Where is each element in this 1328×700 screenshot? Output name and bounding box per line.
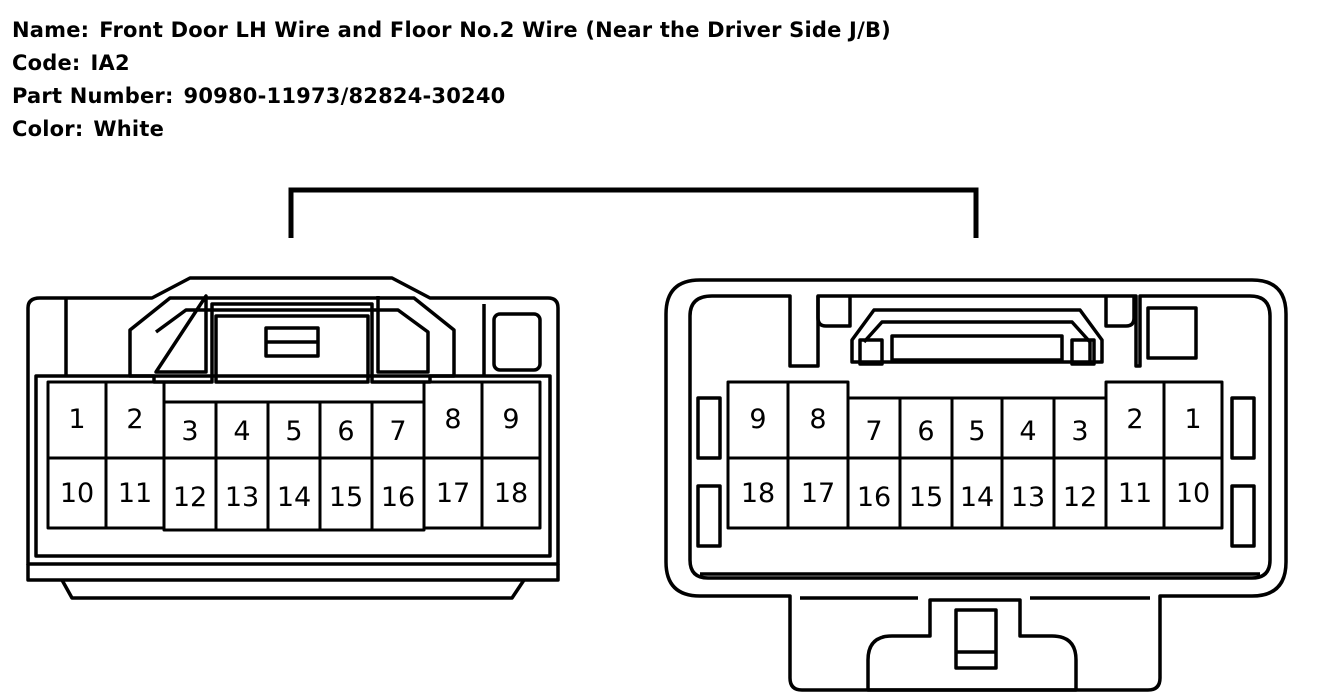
left-pin-3: 3 [181, 416, 198, 447]
right-bottom-lock [866, 598, 1078, 692]
left-pin-17: 17 [436, 478, 470, 509]
left-connector-body [26, 276, 560, 566]
left-pin-11: 11 [118, 478, 152, 509]
left-pin-7: 7 [389, 416, 406, 447]
left-lock-inner [154, 296, 430, 374]
right-pin-labels: 9 8 7 6 5 4 3 2 1 18 17 16 15 14 13 12 1… [741, 404, 1210, 513]
right-lock-outer [850, 308, 1104, 364]
right-pin-18: 18 [741, 478, 775, 509]
left-connector [26, 276, 560, 600]
connector-color: White [93, 117, 165, 141]
name-label: Name: [12, 18, 90, 42]
left-pin-labels: 1 2 3 4 5 6 7 8 9 10 11 12 13 14 15 16 1… [60, 404, 528, 513]
color-label: Color: [12, 117, 84, 141]
left-pin-18: 18 [494, 478, 528, 509]
left-inner-frame [34, 374, 552, 558]
left-pin-5: 5 [285, 416, 302, 447]
color-line: Color: White [12, 113, 891, 146]
right-pin-12: 12 [1063, 482, 1097, 513]
connection-bracket [288, 187, 979, 238]
left-pin-9: 9 [502, 404, 519, 435]
left-small-tab [492, 312, 542, 372]
right-pin-17: 17 [801, 478, 835, 509]
right-pin-16: 16 [857, 482, 891, 513]
left-lock-inner-2 [154, 294, 208, 374]
right-guide-left-top [696, 396, 722, 460]
right-pin-grid [726, 380, 1224, 530]
right-bottom-latch [954, 608, 998, 670]
left-connector-base [60, 579, 526, 600]
right-guide-right-bottom [1230, 484, 1256, 548]
left-lock-outer [128, 296, 456, 384]
left-pin-12: 12 [173, 482, 207, 513]
right-small-square [1146, 306, 1198, 360]
right-top-notch [816, 296, 852, 328]
right-pin-1: 1 [1184, 404, 1201, 435]
right-pin-6: 6 [917, 416, 934, 447]
right-guide-right-top [1230, 396, 1256, 460]
right-pin-4: 4 [1019, 416, 1036, 447]
name-line: Name: Front Door LH Wire and Floor No.2 W… [12, 14, 891, 47]
code-line: Code: IA2 [12, 47, 891, 80]
part-number: 90980-11973/82824-30240 [183, 84, 506, 108]
left-connector-rim [26, 564, 560, 582]
left-pin-15: 15 [329, 482, 363, 513]
right-pin-11: 11 [1118, 478, 1152, 509]
left-pin-2: 2 [126, 404, 143, 435]
code-label: Code: [12, 51, 81, 75]
right-connector-inner [688, 294, 1272, 580]
right-lock-inner [862, 320, 1092, 362]
left-pin-8: 8 [444, 404, 461, 435]
right-bottom-row-cells [726, 456, 1224, 530]
left-pin-1: 1 [68, 404, 85, 435]
right-lock-slot [890, 334, 1064, 362]
left-pin-grid [46, 380, 542, 532]
left-pin-4: 4 [233, 416, 250, 447]
right-pin-2: 2 [1126, 404, 1143, 435]
part-number-line: Part Number: 90980-11973/82824-30240 [12, 80, 891, 113]
right-pin-14: 14 [960, 482, 994, 513]
right-connector [664, 278, 1288, 692]
right-pin-15: 15 [909, 482, 943, 513]
left-pin-13: 13 [225, 482, 259, 513]
right-pin-5: 5 [968, 416, 985, 447]
right-lock-left-tab [858, 338, 884, 366]
left-pin-16: 16 [381, 482, 415, 513]
right-pin-13: 13 [1011, 482, 1045, 513]
right-pin-8: 8 [809, 404, 826, 435]
connector-code: IA2 [90, 51, 130, 75]
right-top-notch-2 [1104, 296, 1136, 328]
left-pin-6: 6 [337, 416, 354, 447]
connector-name: Front Door LH Wire and Floor No.2 Wire (… [99, 18, 891, 42]
left-bottom-row-cells [46, 456, 542, 532]
right-lock-right-tab [1070, 338, 1096, 366]
right-pin-3: 3 [1071, 416, 1088, 447]
part-number-label: Part Number: [12, 84, 174, 108]
left-lock-window [214, 314, 370, 384]
left-pin-14: 14 [277, 482, 311, 513]
right-connector-outer [664, 278, 1288, 692]
right-guide-left-bottom [696, 484, 722, 548]
left-pin-10: 10 [60, 478, 94, 509]
connector-info: Name: Front Door LH Wire and Floor No.2 W… [12, 14, 891, 146]
right-pin-7: 7 [865, 416, 882, 447]
right-pin-9: 9 [749, 404, 766, 435]
right-pin-10: 10 [1176, 478, 1210, 509]
